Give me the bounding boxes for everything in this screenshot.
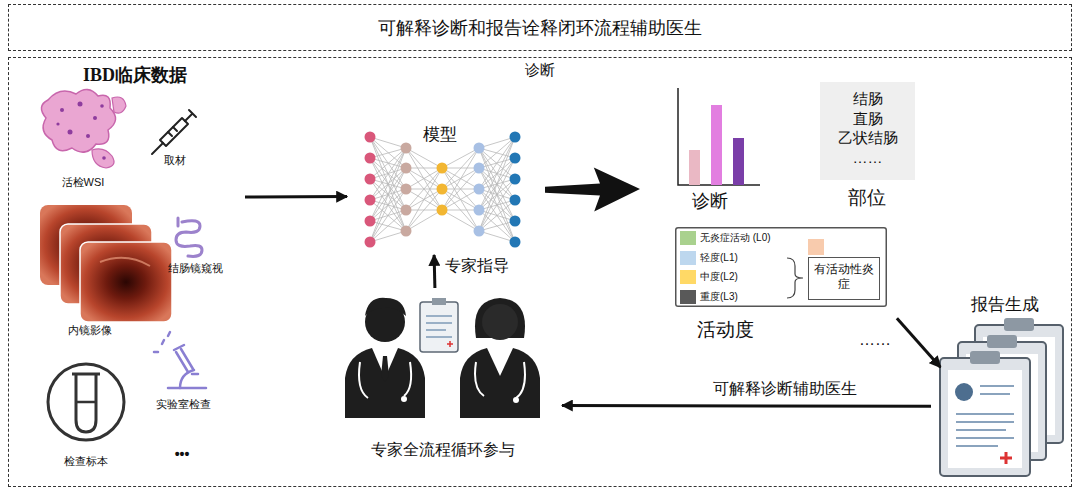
- report-group: 报告生成: [935, 322, 1070, 478]
- fat-arrow: [545, 168, 640, 212]
- legend-text: 中度(L2): [700, 270, 790, 284]
- node-sublabel: 结肠镜窥视: [150, 262, 240, 276]
- node-sublabel: 活检WSI: [33, 176, 133, 190]
- node-label: 报告生成: [950, 294, 1060, 315]
- endoscopy-images: [40, 205, 172, 322]
- doctor-female: [460, 298, 540, 418]
- node-label: 结肠 直肠 乙状结肠 ……: [827, 89, 908, 167]
- node-label: 模型: [410, 124, 470, 145]
- node-sublabel: 内镜影像: [40, 324, 140, 338]
- diagnosis-chart: 诊断: [655, 85, 805, 215]
- node-sublabel: 取材: [150, 154, 200, 168]
- arrow-connector: [433, 255, 437, 288]
- edge-label: 可解释诊断辅助医生: [680, 379, 890, 399]
- arrow-connector: [562, 404, 931, 408]
- bracket: [787, 258, 803, 298]
- active-inflammation-box: 有活动性炎症: [808, 257, 880, 300]
- microscope-icon: [154, 332, 206, 388]
- legend-text: 重度(L3): [700, 290, 790, 304]
- specimen-icon: [48, 364, 124, 440]
- node-label: 活动度: [675, 318, 775, 342]
- node-sublabel: 部位: [832, 186, 902, 210]
- legend-swatch: [680, 270, 696, 284]
- arrow-connector: [245, 195, 347, 198]
- activity-legend-box: 活动度有活动性炎症无炎症活动 (L0)轻度(L1)中度(L2)重度(L3): [675, 227, 887, 307]
- legend-swatch: [680, 290, 696, 304]
- wsi-image: [41, 89, 126, 168]
- location-box: 结肠 直肠 乙状结肠 ……部位: [820, 82, 915, 180]
- legend-swatch: [680, 251, 696, 265]
- edge-label: 专家指导: [445, 256, 535, 276]
- legend-swatch: [680, 231, 696, 245]
- active-swatch: [808, 239, 824, 255]
- node-label: IBD临床数据: [55, 64, 215, 87]
- legend-text: 无炎症活动 (L0): [700, 231, 790, 245]
- model-box: 模型: [355, 120, 525, 252]
- node-sublabel: •••: [152, 446, 212, 464]
- node-label: 有活动性炎症: [813, 262, 875, 292]
- intestine-icon: [176, 218, 202, 256]
- legend-text: 轻度(L1): [700, 251, 790, 265]
- report-clipboards: [940, 318, 1063, 476]
- node-sublabel: 实验室检查: [138, 398, 228, 412]
- node-label: 诊断: [680, 190, 740, 213]
- node-label: 专家全流程循环参与: [335, 440, 550, 460]
- clipboard-icon: [420, 298, 458, 352]
- expert-group: 专家全流程循环参与: [335, 292, 550, 464]
- bar-chart: [678, 88, 760, 185]
- free-label: ……: [845, 330, 905, 350]
- node-sublabel: 检查标本: [36, 455, 136, 469]
- title-banner: 可解释诊断和报告诠释闭环流程辅助医生: [8, 4, 1072, 51]
- node-label: 诊断: [500, 61, 580, 80]
- doctor-male: [345, 298, 425, 418]
- title-text: 可解释诊断和报告诠释闭环流程辅助医生: [378, 16, 702, 40]
- arrow-connector: [897, 318, 941, 367]
- syringe-icon: [152, 110, 196, 154]
- data-group: IBD临床数据活检WSI 取材结肠镜窥视内镜影像实验室检查检查标本 •••: [18, 62, 240, 484]
- neural-network: [365, 132, 521, 248]
- main-panel: 诊断IBD临床数据活检WSI取材结肠镜窥视内镜影像实验室检查检查标本•••模型诊…: [8, 57, 1072, 487]
